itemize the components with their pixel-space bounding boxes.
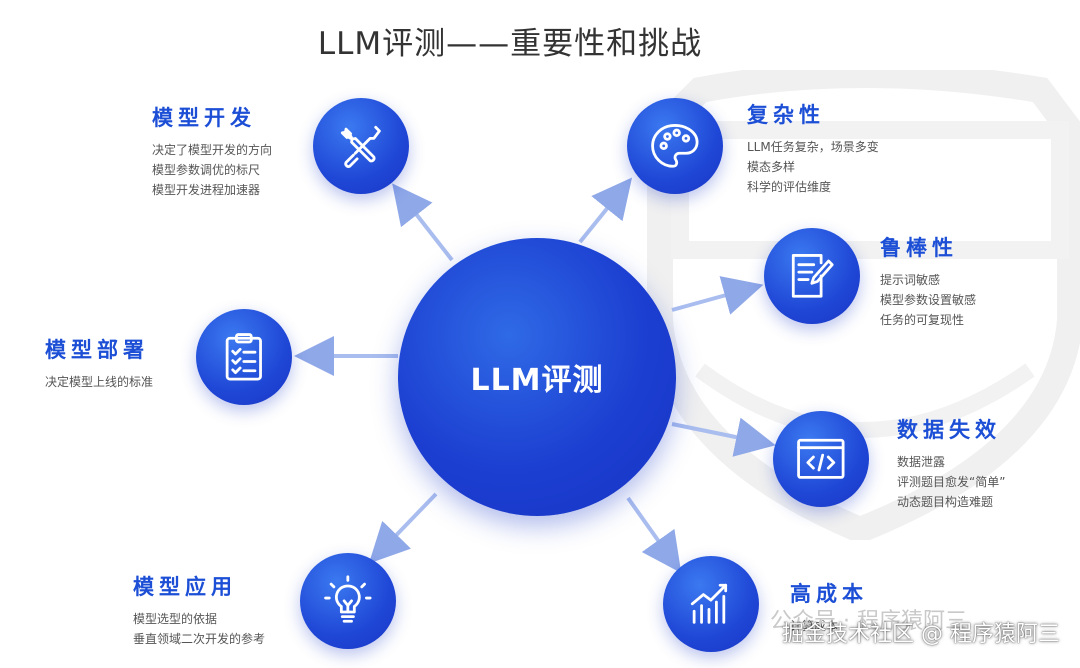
data-fail-line: 评测题目愈发“简单” bbox=[897, 475, 1006, 489]
data-fail-line: 数据泄露 bbox=[897, 455, 946, 469]
model-deploy-line: 决定模型上线的标准 bbox=[45, 375, 154, 389]
arrow-to-high-cost bbox=[626, 496, 682, 574]
faint-watermark: 公众号 · 程序猿阿三 bbox=[770, 609, 967, 634]
model-deploy-node bbox=[196, 309, 292, 405]
high-cost-node bbox=[663, 556, 759, 652]
complexity-label: 复杂性 LLM任务复杂，场景多变 模态多样 科学的评估维度 bbox=[747, 99, 879, 197]
model-app-label: 模型应用 模型选型的依据 垂直领域二次开发的参考 bbox=[133, 571, 265, 649]
model-deploy-title: 模型部署 bbox=[45, 338, 149, 362]
arrow-to-model-app bbox=[368, 492, 438, 564]
clipboard-checklist-icon bbox=[225, 333, 263, 381]
robustness-node bbox=[764, 228, 860, 324]
high-cost-title: 高成本 bbox=[790, 582, 868, 606]
growth-chart-icon bbox=[691, 584, 728, 624]
data-fail-line: 动态题目构造难题 bbox=[897, 495, 994, 509]
model-app-node bbox=[300, 553, 396, 649]
complexity-node bbox=[627, 98, 723, 194]
data-fail-title: 数据失效 bbox=[897, 418, 1001, 442]
high-cost-label: 高成本 计算成本 bbox=[790, 578, 868, 636]
robustness-line: 提示词敏感 bbox=[880, 273, 941, 287]
center-label: LLM评测 bbox=[470, 363, 604, 398]
model-app-line: 模型选型的依据 bbox=[133, 612, 218, 626]
high-cost-line: 计算成本 bbox=[790, 619, 839, 633]
arrow-to-data-fail bbox=[671, 417, 776, 457]
complexity-line: LLM任务复杂，场景多变 bbox=[747, 140, 879, 154]
robustness-label: 鲁棒性 提示词敏感 模型参数设置敏感 任务的可复现性 bbox=[880, 232, 976, 330]
code-window-icon bbox=[797, 439, 845, 479]
model-dev-title: 模型开发 bbox=[152, 106, 256, 130]
tools-icon bbox=[341, 126, 381, 169]
arrow-to-complexity bbox=[578, 177, 633, 244]
complexity-line: 科学的评估维度 bbox=[747, 180, 832, 194]
model-dev-line: 决定了模型开发的方向 bbox=[152, 143, 273, 157]
model-deploy-label: 模型部署 决定模型上线的标准 bbox=[45, 334, 153, 392]
page-title: LLM评测——重要性和挑战 bbox=[317, 26, 703, 62]
model-app-line: 垂直领域二次开发的参考 bbox=[133, 632, 266, 646]
model-dev-line: 模型参数调优的标尺 bbox=[152, 163, 261, 177]
complexity-title: 复杂性 bbox=[747, 103, 825, 127]
robustness-line: 任务的可复现性 bbox=[880, 313, 965, 327]
robustness-line: 模型参数设置敏感 bbox=[880, 293, 977, 307]
site-watermark: 掘金技术社区 @ 程序猿阿三 bbox=[782, 622, 1060, 647]
center-circle: LLM评测 bbox=[398, 238, 676, 516]
edit-document-icon bbox=[792, 254, 834, 298]
lightbulb-icon bbox=[324, 575, 372, 623]
data-fail-node bbox=[773, 411, 869, 507]
palette-icon bbox=[651, 124, 699, 168]
complexity-line: 模态多样 bbox=[747, 160, 796, 174]
model-dev-label: 模型开发 决定了模型开发的方向 模型参数调优的标尺 模型开发进程加速器 bbox=[152, 102, 272, 200]
arrow-to-model-dev bbox=[392, 183, 454, 262]
data-fail-label: 数据失效 数据泄露 评测题目愈发“简单” 动态题目构造难题 bbox=[897, 414, 1005, 512]
model-dev-node bbox=[313, 98, 409, 194]
arrow-to-robustness bbox=[671, 276, 764, 315]
robustness-title: 鲁棒性 bbox=[880, 236, 958, 260]
model-dev-line: 模型开发进程加速器 bbox=[152, 183, 261, 197]
model-app-title: 模型应用 bbox=[133, 575, 237, 599]
